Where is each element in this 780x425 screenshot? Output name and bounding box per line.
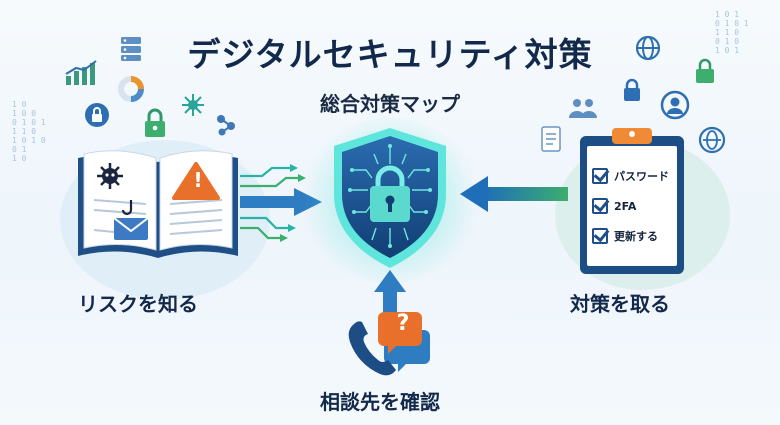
page-title: デジタルセキュリティ対策 (187, 35, 593, 74)
checklist: パスワード 2FA 更新する (578, 128, 686, 276)
bar-chart-icon (65, 60, 97, 85)
green-padlock-icon (145, 108, 165, 137)
checklist-item-label: 更新する (614, 230, 658, 243)
checked-box-icon (592, 168, 608, 184)
binary-decoration-right: 1 0 1 0 1 0 1 1 1 0 0 1 0 1 0 1 (715, 10, 749, 55)
checklist-item-2fa: 2FA (592, 198, 636, 214)
globe-icon (635, 35, 661, 61)
padlock-icon-right (624, 78, 640, 101)
page-subtitle: 総合対策マップ (320, 92, 460, 116)
section-label-check-contacts: 相談先を確認 (320, 390, 440, 414)
pie-chart-icon (118, 76, 144, 102)
green-padlock-icon-right (696, 58, 714, 83)
question-mark-badge: ? (396, 311, 410, 336)
checklist-item-label: パスワード (614, 170, 669, 183)
virus-network-icon (182, 94, 204, 116)
section-label-take-measures: 対策を取る (570, 292, 670, 316)
server-icon (121, 37, 141, 61)
checklist-item-update: 更新する (592, 228, 658, 244)
phone-help-icon (348, 312, 430, 376)
book-with-threats-icon (78, 150, 238, 258)
checklist-item-password: パスワード (592, 168, 669, 184)
padlock-circle-icon (85, 103, 109, 127)
user-profile-icon (660, 90, 690, 120)
molecule-icon (217, 115, 235, 136)
section-label-know-risks: リスクを知る (78, 292, 198, 316)
binary-decoration-left: 1 0 1 0 0 0 1 0 1 1 1 0 1 0 1 0 0 1 1 0 (12, 100, 46, 163)
checked-box-icon (592, 198, 608, 214)
shield-lock-icon (334, 128, 446, 268)
checklist-item-label: 2FA (614, 199, 637, 213)
users-group-icon (569, 99, 597, 118)
document-icon (541, 126, 561, 152)
checked-box-icon (592, 228, 608, 244)
globe-circle-icon (698, 126, 726, 154)
alert-exclamation: ! (193, 168, 203, 192)
arrow-right-to-shield (460, 176, 568, 212)
